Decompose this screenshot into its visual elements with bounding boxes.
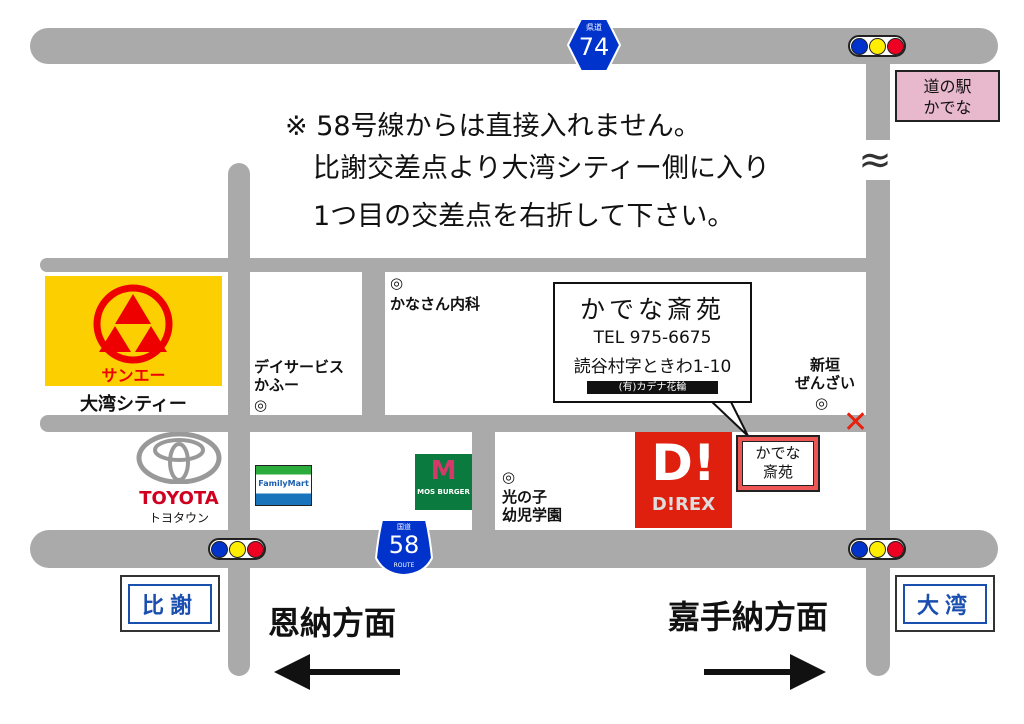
notice-line-2: 比謝交差点より大湾シティー側に入り [313,153,770,184]
onna-direction-label: 恩納方面 [268,604,397,642]
traffic-signal [848,538,906,560]
company-label: (有)カデナ花輪 [587,381,718,394]
aragaki-zenzai-label: 新垣ぜんざい [795,356,856,392]
hikarinoko-kindergarten-label: 光の子幼児学園 [502,488,563,524]
owan-direction-sign: 大湾 [895,575,995,632]
traffic-signal [848,35,906,57]
direx-logo: D! D!REX [635,432,732,528]
road-upper-street [40,258,870,272]
road-right-vertical [866,40,890,676]
road-break-icon: ≈ [850,140,900,180]
road-route-58 [30,530,998,568]
road-route-74 [30,28,998,64]
route-58-sign: 国道 58 ROUTE [374,518,434,577]
sanei-logo: サンエー [45,276,222,386]
road-middle-street [40,415,870,432]
toyota-logo: TOYOTA トヨタウン [135,431,223,527]
arrow-right-icon [704,654,826,690]
michinoeki-kadena-box: 道の駅かでな [895,70,1000,122]
landmark-icon: ◎ [254,396,268,414]
shop-address: 読谷村字ときわ1-10 [573,357,732,377]
hija-direction-sign: 比謝 [120,575,220,632]
x-mark-icon: ✕ [843,405,869,440]
notice-line-1: ※ 58号線からは直接入れません。 [285,111,701,142]
callout-pointer [708,400,749,437]
dayservice-kafu-label: デイサービスかふー [254,358,345,394]
shop-info-callout: かでな斎苑 TEL 975-6675 読谷村字ときわ1-10 (有)カデナ花輪 [553,282,752,403]
shop-location-marker: かでな斎苑 [736,435,820,492]
traffic-signal [208,538,266,560]
landmark-icon: ◎ [390,274,404,292]
landmark-icon: ◎ [502,468,516,486]
shop-tel: TEL 975-6675 [593,328,712,348]
landmark-icon: ◎ [815,394,829,412]
road-inner-vertical-1 [362,270,385,420]
shop-name: かでな斎苑 [579,295,725,324]
familymart-logo: FamilyMart [255,465,312,506]
notice-line-3: 1つ目の交差点を右折して下さい。 [313,201,735,232]
arrow-left-icon [274,654,400,690]
mos-burger-logo: M MOS BURGER [415,454,472,510]
road-inner-vertical-2 [472,430,495,535]
owan-city-label: 大湾シティー [80,394,187,415]
route-74-sign: 県道 74 [566,17,622,73]
kadena-direction-label: 嘉手納方面 [668,598,829,636]
kanasan-clinic-label: かなさん内科 [390,295,481,313]
